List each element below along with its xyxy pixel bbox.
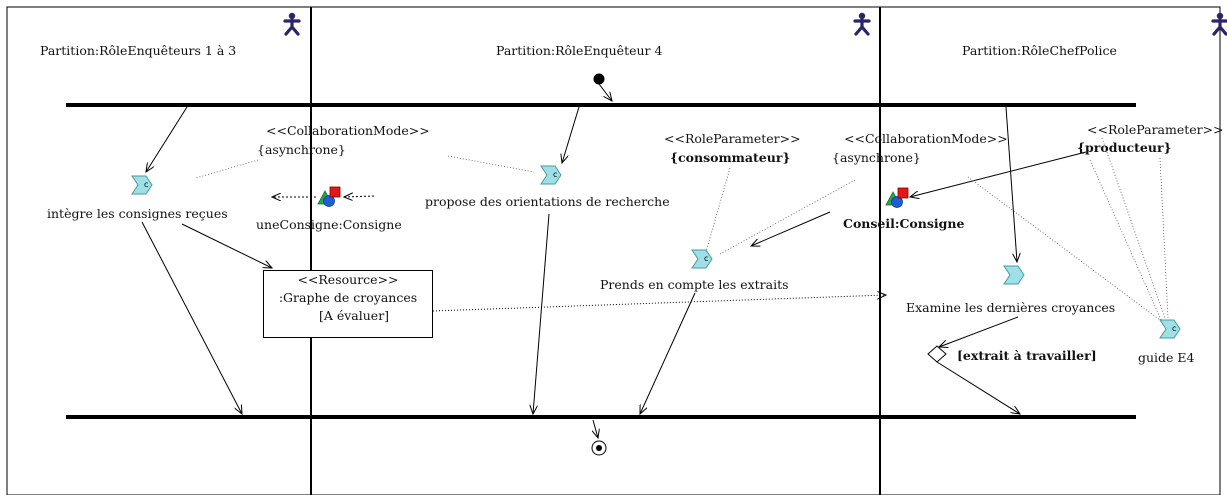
resource-state: [A évaluer] xyxy=(318,308,390,323)
object-icon-une-consigne xyxy=(317,186,341,207)
action-icon-prends: c xyxy=(691,249,713,269)
role-parameter-stereotype: <<RoleParameter>> xyxy=(664,131,801,146)
object-label-conseil: Conseil:Consigne xyxy=(843,216,965,231)
actor-icon xyxy=(853,11,871,36)
action-label-integre: intègre les consignes reçues xyxy=(47,206,228,221)
action-icon-guide: c xyxy=(1159,319,1181,339)
object-icon-conseil xyxy=(885,187,909,208)
role-parameter-value: {consommateur} xyxy=(670,150,791,165)
control-flows xyxy=(141,83,1020,438)
fork-bar xyxy=(66,103,1136,107)
action-label-prends: Prends en compte les extraits xyxy=(600,277,789,292)
action-icon-letter: c xyxy=(1172,324,1176,333)
partition-label-enqueteur-4: Partition:RôleEnquêteur 4 xyxy=(496,43,663,58)
action-icon-letter: c xyxy=(553,170,557,179)
guard-label: [extrait à travailler] xyxy=(957,348,1097,363)
collaboration-mode-value: {asynchrone} xyxy=(257,142,346,157)
actor-icon xyxy=(283,11,301,36)
annotation-links xyxy=(195,137,1169,323)
action-icon-integre: c xyxy=(131,175,153,195)
collaboration-mode-value: {asynchrone} xyxy=(832,150,921,165)
role-parameter-value: {producteur} xyxy=(1077,140,1172,155)
object-flows xyxy=(181,151,1087,312)
action-icon-examine xyxy=(1003,265,1025,285)
diagram-frame xyxy=(6,6,1221,495)
action-label-examine: Examine les dernières croyances xyxy=(906,300,1116,315)
partition-label-chef-police: Partition:RôleChefPolice xyxy=(962,43,1117,58)
action-label-guide: guide E4 xyxy=(1138,350,1195,365)
resource-name: :Graphe de croyances xyxy=(278,290,418,305)
action-icon-letter: c xyxy=(144,180,148,189)
action-icon-propose: c xyxy=(540,165,562,185)
action-label-propose: propose des orientations de recherche xyxy=(425,194,670,209)
object-label-une-consigne: uneConsigne:Consigne xyxy=(256,217,402,232)
collaboration-mode-stereotype: <<CollaborationMode>> xyxy=(266,123,430,138)
decision-node xyxy=(927,345,947,363)
resource-object-node: <<Resource>> :Graphe de croyances [A éva… xyxy=(263,270,433,338)
collaboration-mode-stereotype: <<CollaborationMode>> xyxy=(844,131,1008,146)
final-node-center xyxy=(596,445,602,451)
action-icon-letter: c xyxy=(704,254,708,263)
partition-label-enqueteurs: Partition:RôleEnquêteurs 1 à 3 xyxy=(40,43,237,58)
resource-stereotype: <<Resource>> xyxy=(297,272,399,287)
initial-node xyxy=(593,73,605,85)
role-parameter-stereotype: <<RoleParameter>> xyxy=(1087,122,1224,137)
join-bar xyxy=(66,415,1136,419)
